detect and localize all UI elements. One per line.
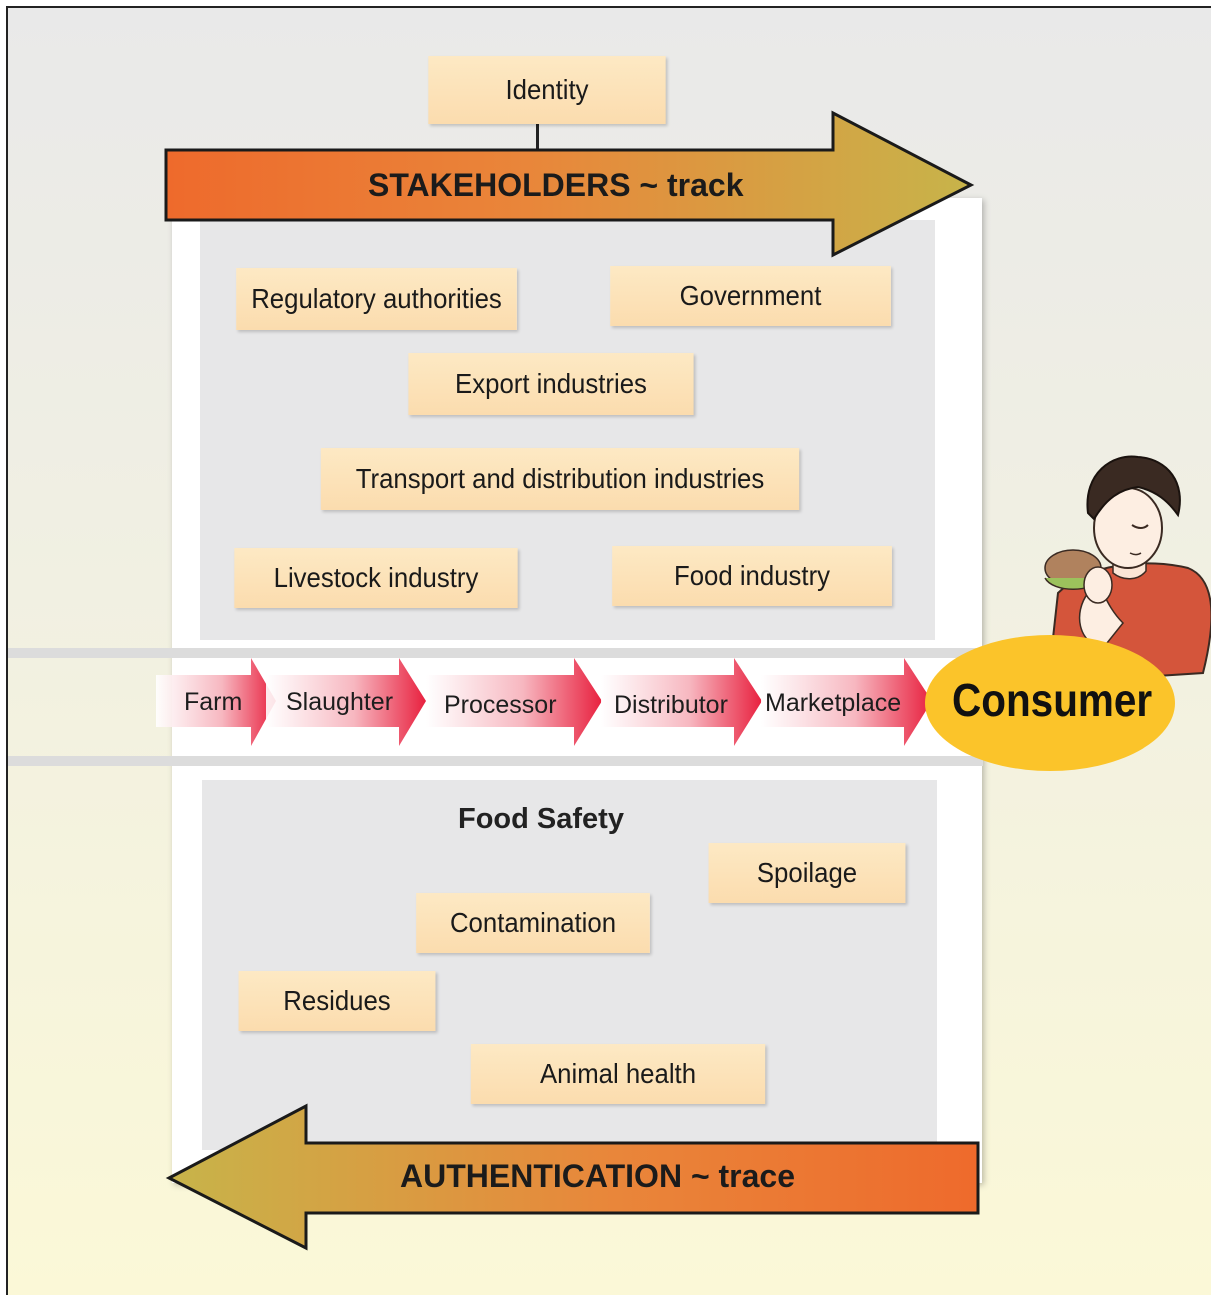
food-industry-box: Food industry	[612, 546, 892, 606]
diagram-frame: Identity STAKEHOLDERS ~ track Regulatory…	[6, 6, 1211, 1295]
band-top-stripe	[8, 648, 983, 658]
export-industries-box: Export industries	[408, 353, 694, 415]
government-box: Government	[610, 266, 891, 326]
animal-health-box: Animal health	[470, 1044, 766, 1104]
band-bottom-stripe	[8, 756, 983, 766]
authentication-arrow	[165, 1103, 980, 1251]
chain-farm-label: Farm	[184, 688, 243, 716]
chain-processor-label: Processor	[444, 691, 557, 719]
chain-marketplace-label: Marketplace	[765, 689, 902, 717]
residues-box: Residues	[238, 971, 436, 1031]
regulatory-authorities-box: Regulatory authorities	[236, 268, 517, 330]
stakeholders-arrow	[164, 110, 975, 258]
identity-connector	[536, 122, 539, 156]
chain-distributor-label: Distributor	[614, 691, 728, 719]
authentication-trace-label: AUTHENTICATION ~ trace	[400, 1158, 796, 1194]
livestock-industry-box: Livestock industry	[234, 548, 518, 608]
chevron-marketplace	[761, 658, 932, 746]
supply-chain-band	[8, 648, 983, 773]
identity-box: Identity	[428, 56, 666, 124]
spoilage-box: Spoilage	[708, 843, 906, 903]
transport-distribution-box: Transport and distribution industries	[320, 448, 800, 510]
food-safety-title: Food Safety	[458, 803, 624, 835]
chevron-farm	[156, 658, 276, 746]
chain-slaughter-label: Slaughter	[286, 688, 394, 716]
contamination-box: Contamination	[416, 893, 650, 953]
consumer-label: Consumer	[952, 674, 1153, 726]
stakeholders-track-label: STAKEHOLDERS ~ track	[368, 167, 744, 203]
chevron-slaughter	[266, 658, 426, 746]
chevron-distributor	[601, 658, 762, 746]
supply-chain-chevrons	[156, 658, 932, 746]
chevron-processor	[426, 658, 602, 746]
consumer-ellipse	[925, 635, 1175, 771]
